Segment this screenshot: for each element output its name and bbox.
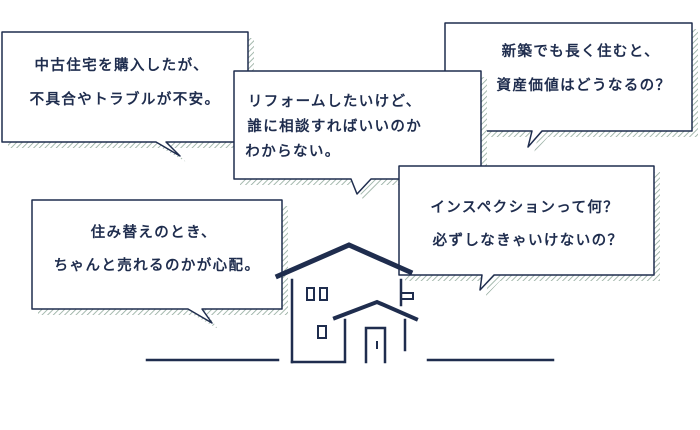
speech-bubble-inspection: インスペクションって何？ 必ずしなきゃいけないの？ <box>398 165 660 296</box>
house-window <box>319 287 328 301</box>
speech-bubble-used-home: 中古住宅を購入したが、 不具合やトラブルが不安。 <box>1 31 254 162</box>
bubble-line: 中古住宅を購入したが、 <box>34 56 209 74</box>
house-icon <box>145 242 555 364</box>
svg-text:新築でも長く住むと、 資産価値はどうなるの？: 新築でも長く住むと、 資産価値はどうなるの？ <box>497 42 672 94</box>
bubble-line: 不具合やトラブルが不安。 <box>30 90 221 108</box>
house-door <box>364 326 387 364</box>
house-roof <box>274 242 414 280</box>
bubble-line: ちゃんと売れるのかが心配。 <box>54 256 261 274</box>
bubble-line: 資産価値はどうなるの？ <box>497 76 672 94</box>
house-window <box>317 325 327 339</box>
bubble-line: リフォームしたいけど、 <box>248 93 422 110</box>
speech-bubble-new-build-value: 新築でも長く住むと、 資産価値はどうなるの？ <box>444 22 698 153</box>
svg-text:住み替えのとき、 ちゃんと売れるのかが心配。: 住み替えのとき、 ちゃんと売れるのかが心配。 <box>54 223 261 274</box>
house-window <box>306 287 315 301</box>
bubble-line: 住み替えのとき、 <box>91 223 217 241</box>
svg-text:リフォームしたいけど、 誰に相談すればいいのか: リフォームしたいけど、 誰に相談すればいいのか わからない。 <box>245 93 428 160</box>
bubble-line: 必ずしなきゃいけないの？ <box>432 231 624 249</box>
bubble-line: 誰に相談すればいいのか <box>247 117 422 135</box>
speech-bubble-resale: 住み替えのとき、 ちゃんと売れるのかが心配。 <box>31 199 288 329</box>
bubble-line: 新築でも長く住むと、 <box>502 42 660 60</box>
svg-text:インスペクションって何？ 必ずしなきゃいけないの: インスペクションって何？ 必ずしなきゃいけないの？ <box>430 198 625 249</box>
bubble-line: インスペクションって何？ <box>430 198 619 216</box>
bubble-line: わからない。 <box>245 143 340 160</box>
house-front-roof <box>332 299 419 322</box>
svg-text:中古住宅を購入したが、 不具合やトラブルが不安。: 中古住宅を購入したが、 不具合やトラブルが不安。 <box>30 56 221 108</box>
